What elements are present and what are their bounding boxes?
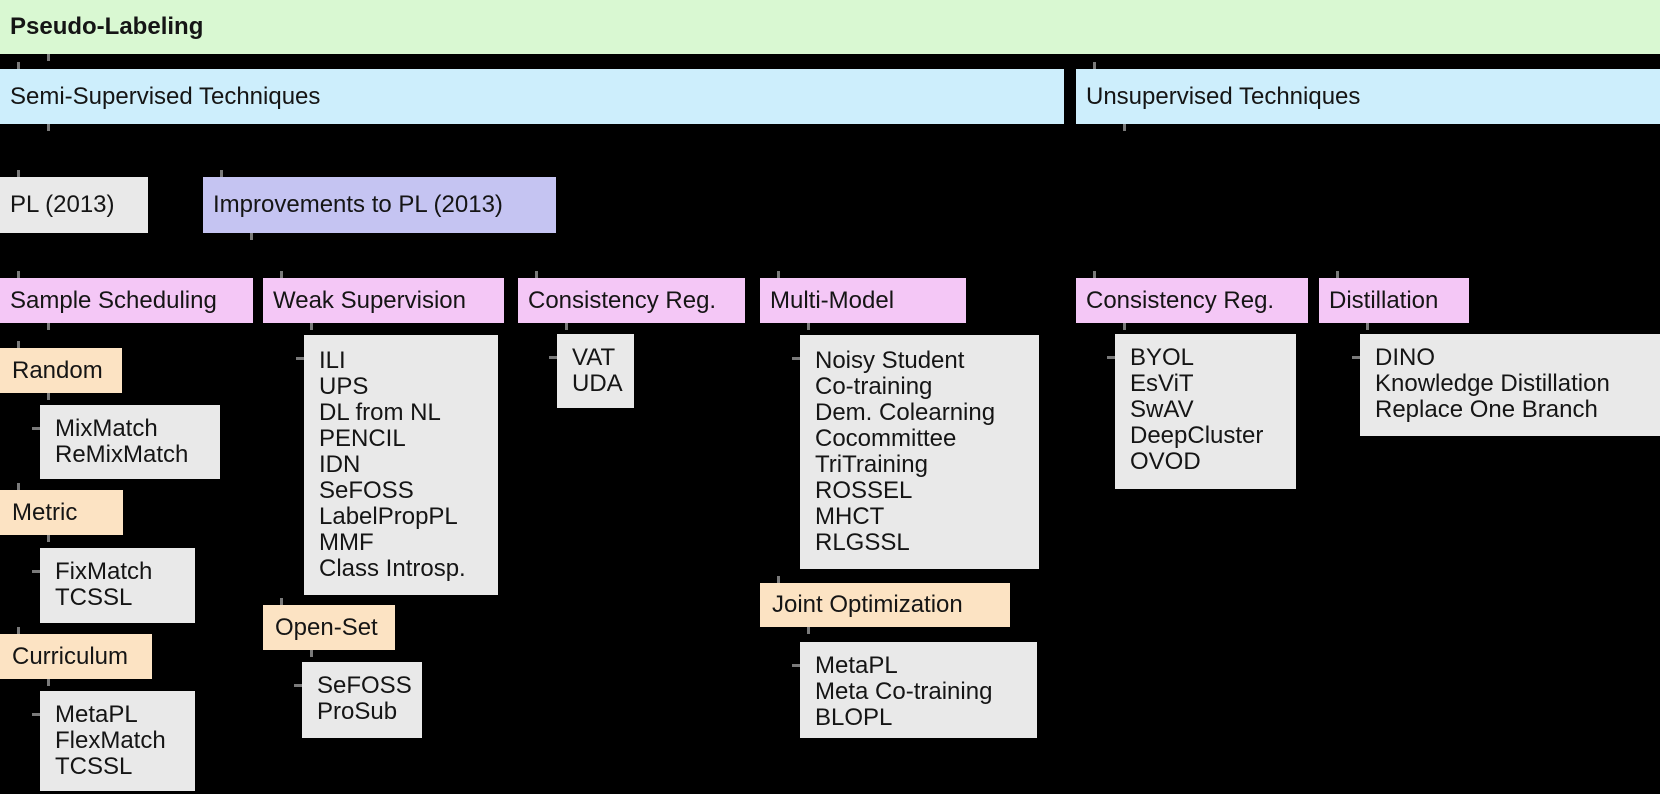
- list-curriculum-methods: MetaPL FlexMatch TCSSL: [32, 691, 195, 791]
- node-curriculum: Curriculum: [0, 627, 152, 686]
- node-open-set: Open-Set: [263, 598, 395, 657]
- list-open-set-methods: SeFOSS ProSub: [294, 662, 422, 738]
- node-pseudo-labeling-title: Pseudo-Labeling: [0, 0, 1660, 61]
- list-joint-optimization-methods: MetaPL Meta Co-training BLOPL: [792, 642, 1037, 738]
- node-random: Random: [0, 341, 122, 400]
- node-distillation: Distillation: [1319, 271, 1469, 330]
- list-weak-supervision-methods: ILI UPS DL from NL PENCIL IDN SeFOSS Lab…: [296, 335, 498, 595]
- list-distillation-methods: DINO Knowledge Distillation Replace One …: [1352, 334, 1660, 436]
- node-semi-supervised-techniques: Semi-Supervised Techniques: [0, 62, 1064, 131]
- node-metric: Metric: [0, 483, 123, 542]
- node-sample-scheduling: Sample Scheduling: [0, 271, 253, 330]
- node-joint-optimization: Joint Optimization: [760, 576, 1010, 634]
- list-consistency-unsup-methods: BYOL EsViT SwAV DeepCluster OVOD: [1107, 334, 1296, 489]
- node-improvements-to-pl-2013: Improvements to PL (2013): [203, 170, 556, 240]
- list-random-methods: MixMatch ReMixMatch: [32, 405, 220, 479]
- node-unsupervised-techniques: Unsupervised Techniques: [1076, 62, 1660, 131]
- list-metric-methods: FixMatch TCSSL: [32, 548, 195, 623]
- node-consistency-reg-semi: Consistency Reg.: [518, 271, 745, 330]
- list-consistency-semi-methods: VAT UDA: [549, 334, 634, 408]
- node-weak-supervision: Weak Supervision: [263, 271, 504, 330]
- node-pl-2013: PL (2013): [0, 170, 148, 233]
- node-consistency-reg-unsup: Consistency Reg.: [1076, 271, 1308, 330]
- node-multi-model: Multi-Model: [760, 271, 966, 330]
- list-multi-model-methods: Noisy Student Co-training Dem. Colearnin…: [792, 335, 1039, 569]
